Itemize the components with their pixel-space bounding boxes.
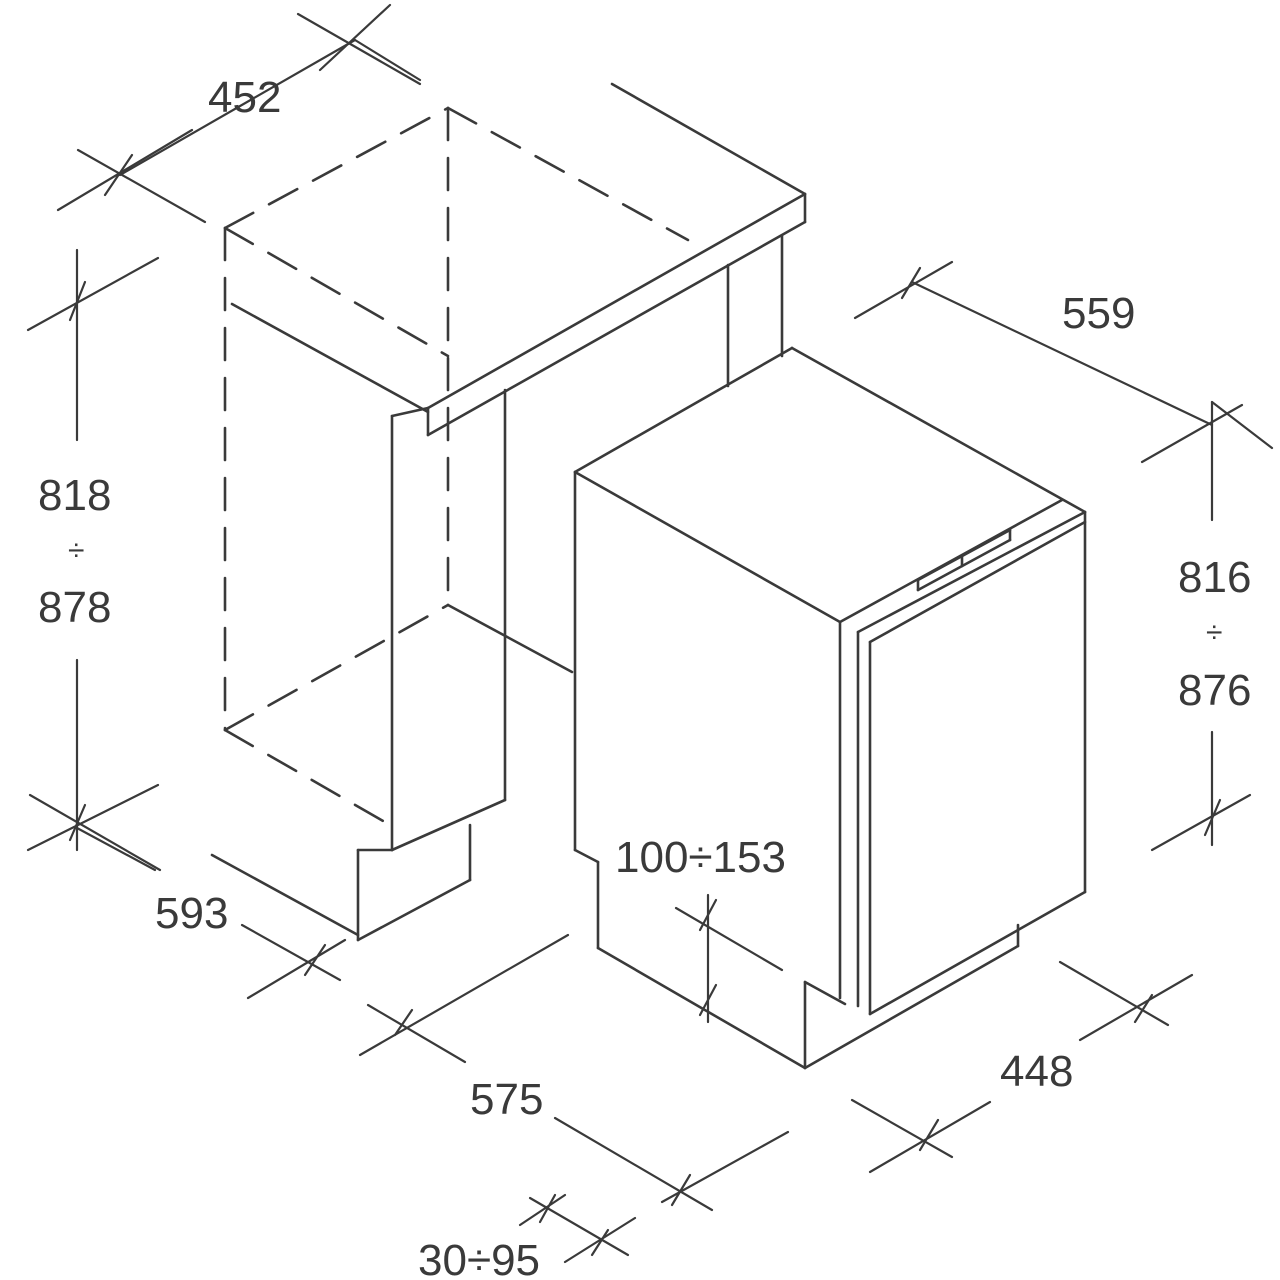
niche-width-label: 452 <box>208 73 281 122</box>
appliance-height-separator: ÷ <box>1206 616 1222 649</box>
countertop <box>230 82 807 437</box>
niche-height-max-label: 878 <box>38 583 111 632</box>
niche-height-min-label: 818 <box>38 471 111 520</box>
dishwasher <box>573 346 1087 1070</box>
control-panel <box>916 528 1012 592</box>
appliance-depth-label: 559 <box>1062 289 1135 338</box>
dimension-lines <box>26 3 1274 1264</box>
niche-depth-label: 593 <box>155 889 228 938</box>
niche-outline <box>223 106 690 827</box>
appliance-height-max-label: 876 <box>1178 666 1251 715</box>
appliance-body-depth-label: 575 <box>470 1075 543 1124</box>
appliance-width-label: 448 <box>1000 1047 1073 1096</box>
door-offset-label: 30÷95 <box>418 1236 540 1280</box>
appliance-height-min-label: 816 <box>1178 553 1251 602</box>
side-cabinet <box>210 234 784 942</box>
plinth-height-label: 100÷153 <box>615 833 786 882</box>
niche-height-separator: ÷ <box>68 534 84 567</box>
